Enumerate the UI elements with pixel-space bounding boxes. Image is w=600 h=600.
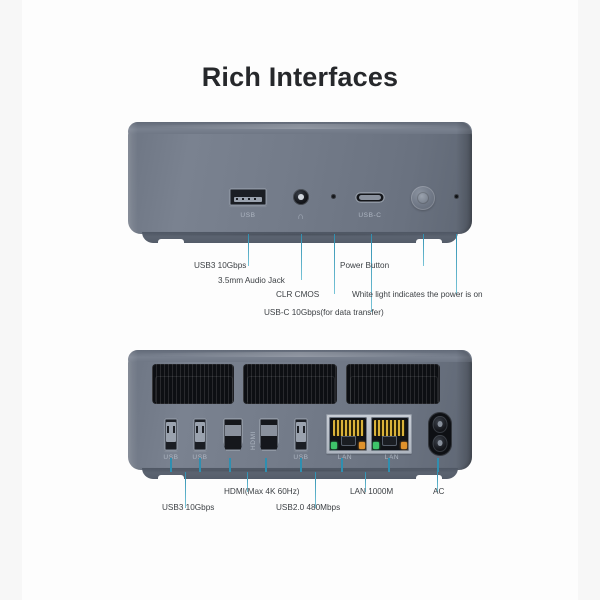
callout-line-usb3-rear — [185, 472, 186, 508]
device-base-notch-right — [416, 239, 442, 243]
rear-lan-led-orange-1 — [359, 442, 366, 450]
callout-stub-usb1 — [170, 458, 172, 472]
rear-lan-led-orange-2 — [400, 442, 407, 450]
device-left-highlight-front — [128, 122, 138, 234]
front-clr-cmos-pinhole — [331, 194, 336, 199]
callout-line-lan — [365, 472, 366, 492]
infographic-canvas: Rich Interfaces USB ∩ USB-C — [22, 0, 578, 600]
device-base-front — [141, 232, 459, 243]
usb-a-tongue-1 — [166, 421, 176, 442]
callout-label-audio: 3.5mm Audio Jack — [218, 276, 285, 285]
rj45-tab-1 — [340, 436, 356, 447]
rear-usb-label-3: USB — [289, 454, 313, 461]
ac-barrel-bottom — [432, 434, 448, 453]
callout-label-ac: AC — [433, 487, 445, 496]
front-usb-c-port — [355, 192, 385, 203]
rear-ac-power-connector — [428, 412, 452, 456]
device-chassis-front — [128, 122, 472, 234]
callout-stub-hdmi1 — [229, 458, 231, 472]
rj45-tab-2 — [382, 436, 398, 447]
callout-stub-hdmi2 — [265, 458, 267, 472]
callout-line-audio — [301, 234, 302, 280]
callout-label-hdmi: HDMI(Max 4K 60Hz) — [224, 487, 300, 496]
rear-usb-a-port-2 — [193, 418, 207, 451]
callout-line-power-led — [456, 234, 457, 294]
front-device-shadow — [142, 233, 458, 236]
rear-lan-led-green-2 — [372, 442, 379, 450]
callout-line-usb3-front — [248, 234, 249, 266]
device-base-notch-left-rear — [158, 475, 184, 479]
device-top-gloss-rear — [134, 352, 466, 357]
callout-label-power-led: White light indicates the power is on — [352, 290, 483, 299]
front-usb-c-label: USB-C — [358, 212, 382, 219]
device-base-notch-left — [158, 239, 184, 243]
vent-grille-right — [346, 364, 440, 404]
callout-label-power-button: Power Button — [340, 261, 390, 270]
ac-barrel-top — [432, 415, 448, 434]
front-usb-label: USB — [240, 212, 256, 219]
callout-label-lan: LAN 1000M — [350, 487, 394, 496]
rear-lan-label-2: LAN — [384, 454, 400, 461]
rear-panel-device: USB USB HDMI USB — [128, 350, 472, 479]
rear-hdmi-port-1 — [223, 418, 243, 451]
callout-stub-ac — [437, 458, 439, 472]
usb-a-tongue-2 — [195, 421, 205, 442]
device-left-highlight-rear — [128, 350, 138, 470]
rj45-pins-2 — [374, 420, 406, 437]
callout-line-hdmi — [247, 472, 248, 492]
rear-lan-port-2 — [370, 416, 409, 452]
callout-label-usbc: USB-C 10Gbps(for data transfer) — [264, 308, 384, 317]
vent-lip-center — [246, 376, 336, 402]
callout-label-usb3-rear: USB3 10Gbps — [162, 503, 215, 512]
callout-line-usbc — [371, 234, 372, 312]
rj45-pins-1 — [332, 420, 364, 437]
callout-stub-lan1 — [341, 458, 343, 472]
rear-lan-led-green-1 — [331, 442, 338, 450]
callout-stub-usb3 — [300, 458, 302, 472]
rear-usb-a-port-3 — [294, 418, 308, 451]
vent-grille-center — [243, 364, 337, 404]
vent-grille-left — [152, 364, 234, 404]
device-top-rim-rear — [128, 350, 472, 362]
callout-stub-usb2 — [199, 458, 201, 472]
callout-line-ac — [437, 472, 438, 492]
rear-usb-label-1: USB — [159, 454, 183, 461]
rear-usb-a-port-1 — [164, 418, 178, 451]
device-right-shadow-front — [456, 122, 472, 234]
front-power-led — [454, 194, 459, 199]
rear-hdmi-port-2 — [259, 418, 279, 451]
device-top-gloss-front — [134, 124, 466, 129]
page-title: Rich Interfaces — [201, 62, 399, 92]
front-audio-label: ∩ — [297, 211, 305, 221]
usb-a-tongue — [234, 196, 262, 203]
front-usb-a-port — [229, 188, 267, 206]
rear-hdmi-label: HDMI — [250, 430, 257, 450]
rear-lan-label-1: LAN — [337, 454, 353, 461]
device-base-rear — [141, 468, 459, 479]
vent-lip-right — [349, 376, 439, 402]
callout-line-usb20 — [315, 472, 316, 508]
rear-usb-label-2: USB — [188, 454, 212, 461]
callout-label-usb3-front: USB3 10Gbps — [194, 261, 247, 270]
callout-line-power-button — [423, 234, 424, 266]
rear-lan-port-1 — [329, 416, 368, 452]
front-audio-jack — [293, 189, 309, 205]
device-top-rim-front — [128, 122, 472, 134]
front-power-button[interactable] — [411, 186, 435, 210]
rear-lan-port-group — [326, 414, 412, 454]
callout-line-clrcmos — [334, 234, 335, 294]
front-panel-device: USB ∩ USB-C — [128, 122, 472, 243]
callout-stub-lan2 — [388, 458, 390, 472]
usb-a-tongue-3 — [296, 421, 306, 442]
vent-lip-left — [155, 376, 233, 402]
callout-label-clrcmos: CLR CMOS — [276, 290, 320, 299]
device-right-shadow-rear — [456, 350, 472, 470]
callout-label-usb20: USB2.0 480Mbps — [276, 503, 341, 512]
device-base-notch-right-rear — [416, 475, 442, 479]
